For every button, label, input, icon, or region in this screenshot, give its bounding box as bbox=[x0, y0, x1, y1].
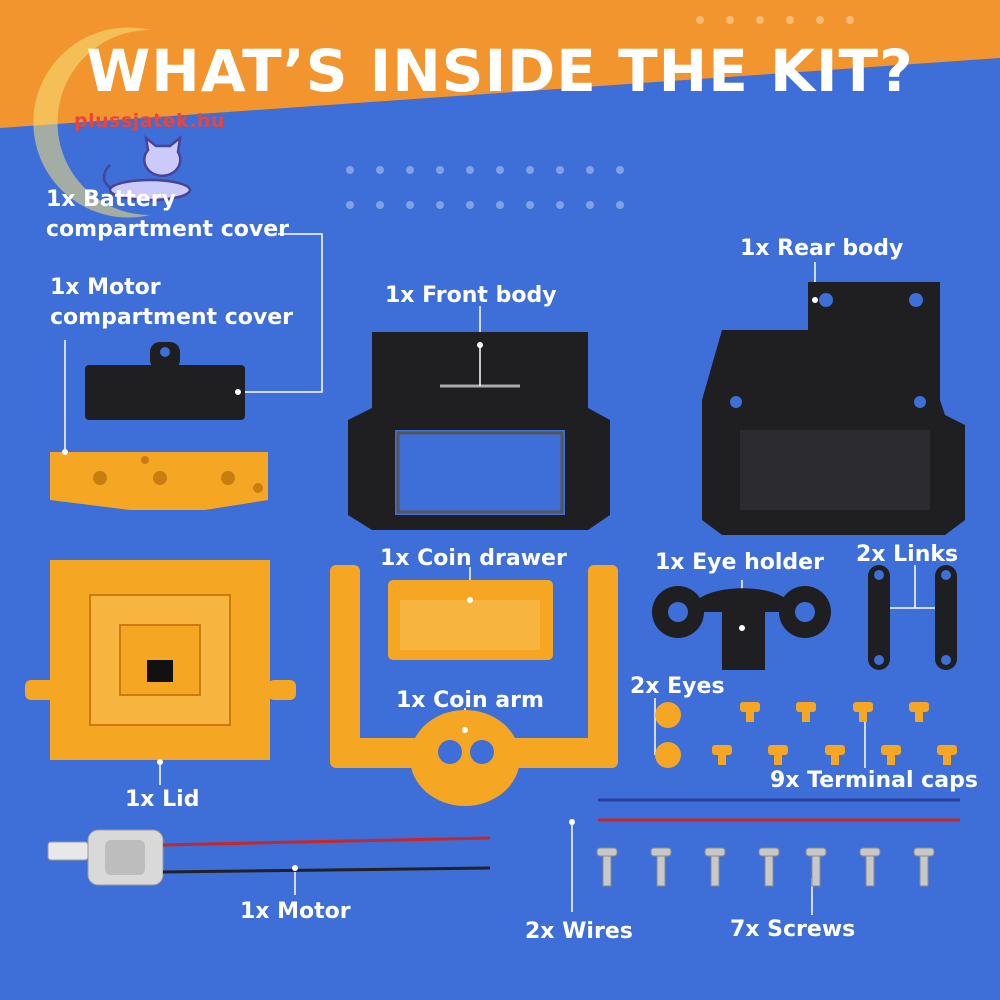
coin-drawer-part bbox=[388, 580, 553, 660]
cat-icon bbox=[102, 134, 192, 202]
battery-cover-part bbox=[85, 342, 245, 420]
battery-cover-label-line2: compartment cover bbox=[46, 216, 289, 242]
battery-cover-label: 1x Battery compartment cover bbox=[46, 185, 289, 244]
motor-cover-part bbox=[50, 449, 268, 510]
wires-label: 2x Wires bbox=[525, 919, 633, 944]
links-part bbox=[868, 565, 957, 670]
coin-drawer-label: 1x Coin drawer bbox=[380, 546, 567, 571]
motor-cover-label-line2: compartment cover bbox=[50, 304, 293, 330]
links-label: 2x Links bbox=[856, 542, 959, 567]
screws-part bbox=[596, 847, 935, 887]
eye-holder-label: 1x Eye holder bbox=[655, 550, 824, 575]
watermark-text: plussjatek.hu bbox=[74, 110, 225, 132]
motor-label: 1x Motor bbox=[240, 899, 351, 924]
motor-cover-label: 1x Motor compartment cover bbox=[50, 273, 293, 332]
eyes-part bbox=[655, 702, 681, 768]
front-body-part bbox=[348, 332, 610, 530]
front-body-label: 1x Front body bbox=[385, 283, 557, 308]
motor-part bbox=[47, 829, 491, 886]
eye-holder-part bbox=[652, 586, 831, 670]
lid-label: 1x Lid bbox=[125, 787, 200, 812]
rear-body-label: 1x Rear body bbox=[740, 236, 904, 261]
wires-part bbox=[569, 798, 960, 825]
rear-body-part bbox=[702, 282, 965, 535]
terminal-caps-part bbox=[712, 702, 957, 765]
terminal-caps-label: 9x Terminal caps bbox=[770, 768, 978, 793]
motor-cover-label-line1: 1x Motor bbox=[50, 275, 161, 300]
battery-cover-label-line1: 1x Battery bbox=[46, 187, 176, 212]
coin-arm-part bbox=[330, 565, 618, 806]
coin-arm-label: 1x Coin arm bbox=[396, 688, 544, 713]
lid-part bbox=[25, 560, 296, 765]
page-title: WHAT’S INSIDE THE KIT? bbox=[86, 37, 914, 105]
screws-label: 7x Screws bbox=[730, 917, 856, 942]
eyes-label: 2x Eyes bbox=[630, 674, 725, 699]
